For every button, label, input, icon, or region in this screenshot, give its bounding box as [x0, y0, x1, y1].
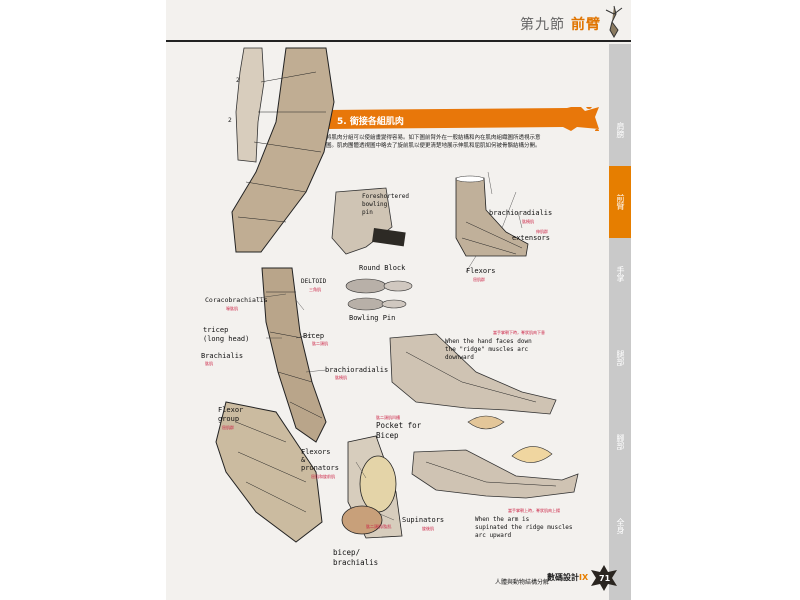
tab-hand[interactable]: 手掌 — [616, 266, 625, 282]
footer-brand: 數碼設計IX — [547, 572, 588, 583]
cn-bicep: 肱二頭肌 — [312, 341, 328, 346]
brand-suffix: IX — [579, 573, 589, 582]
label-flexors-top: Flexors — [466, 267, 496, 275]
section-body: 將肌肉分組可以使繪畫變得容易。如下圖前臂外在一般結構和內在肌肉組織圖所透視示意圖… — [326, 135, 541, 149]
label-bowling-pin: Bowling Pin — [349, 314, 396, 322]
label-round-block: Round Block — [359, 264, 406, 272]
label-bicep: Bicep — [303, 332, 325, 340]
label-supinators: Supinators — [402, 516, 445, 524]
label-brachioradialis-mid: brachioradialis — [325, 366, 389, 374]
cn-pocket: 肱二頭肌凹槽 — [376, 415, 400, 420]
label-deltoid: DELTOID — [301, 278, 327, 285]
label-palm-up: When the arm is supinated the ridge musc… — [475, 516, 573, 539]
page-number: 71 — [599, 574, 611, 583]
cn-flexor-group: 屈肌群 — [222, 425, 234, 430]
label-brachialis: Brachialis — [201, 352, 244, 360]
label-palm-down: When the hand faces down the "ridge" mus… — [445, 338, 532, 361]
anatomy-illustrations: 2 2 — [215, 47, 579, 543]
figure-sculpture-icon — [605, 5, 623, 38]
chapter-tabs: 肩膀 前臂 手掌 腿部 腳部 全身 — [609, 44, 631, 600]
tab-shoulder[interactable]: 肩膀 — [616, 122, 625, 138]
cn-flexors-top: 屈肌群 — [473, 277, 485, 282]
chapter-number: 第九節 — [520, 17, 565, 33]
section-title: 5. 銜接各組肌肉 — [337, 117, 404, 127]
pocket-for-bicep-block — [341, 435, 403, 539]
cn-supinators: 旋後肌 — [422, 526, 434, 531]
label-bicep-brachialis: bicep/ brachialis — [333, 548, 379, 567]
foreshortened-bowling-pin-arm — [331, 187, 406, 255]
label-flexor-group: Flexor group — [218, 406, 244, 423]
extensor-flexor-forearm — [455, 175, 529, 257]
upper-left-arm-sketch: 2 2 — [228, 47, 335, 253]
page-number-emblem-icon — [591, 565, 617, 591]
label-foreshortened-pin: Foreshortered bowling pin — [362, 193, 409, 216]
svg-text:2: 2 — [228, 117, 232, 124]
cn-brachioradialis-mid: 肱橈肌 — [335, 375, 347, 380]
label-tricep: tricep (long head) — [203, 326, 250, 343]
cn-coracobrachialis: 喙肱肌 — [226, 306, 238, 311]
cn-flexors-pronators: 屈肌和旋前肌 — [311, 474, 335, 479]
cn-brachialis: 肱肌 — [205, 361, 213, 366]
cn-bicep-brachialis: 肱二頭肌/肱肌 — [366, 524, 392, 529]
palm-up-arm — [411, 449, 579, 499]
cn-deltoid: 三角肌 — [309, 287, 321, 292]
cn-palm-down: 當手掌朝下時，脊狀肌肉下垂 — [493, 330, 545, 335]
chapter-heading: 第九節前臂 — [520, 14, 601, 34]
label-flexors-pronators: Flexors & pronators — [301, 448, 339, 472]
cn-brachioradialis-top: 肱橈肌 — [522, 219, 534, 224]
cn-extensors: 伸肌群 — [536, 229, 548, 234]
flexor-group-forearm — [215, 401, 323, 543]
svg-text:2: 2 — [236, 77, 240, 84]
label-extensors: extensors — [512, 234, 550, 242]
tab-forearm[interactable]: 前臂 — [609, 166, 631, 238]
tab-fullbody[interactable]: 全身 — [616, 518, 625, 534]
tab-foot[interactable]: 腳部 — [616, 434, 625, 450]
brand-name: 數碼設計 — [547, 573, 579, 582]
tab-leg[interactable]: 腿部 — [616, 350, 625, 366]
section-banner — [327, 107, 599, 131]
chapter-title: 前臂 — [571, 17, 601, 33]
round-block-pins — [345, 278, 413, 311]
cross-section-shapes — [467, 415, 553, 463]
palm-down-arm — [389, 333, 557, 415]
footer-book-title: 人體與動物結構分解 — [495, 579, 550, 586]
label-pocket-for-bicep: Pocket for Bicep — [376, 421, 422, 440]
cn-palm-up: 當手掌朝上時，脊狀肌肉上揚 — [508, 508, 560, 513]
label-brachioradialis-top: brachioradialis — [489, 209, 553, 217]
label-coracobrachialis: Coracobrachialis — [205, 296, 268, 304]
